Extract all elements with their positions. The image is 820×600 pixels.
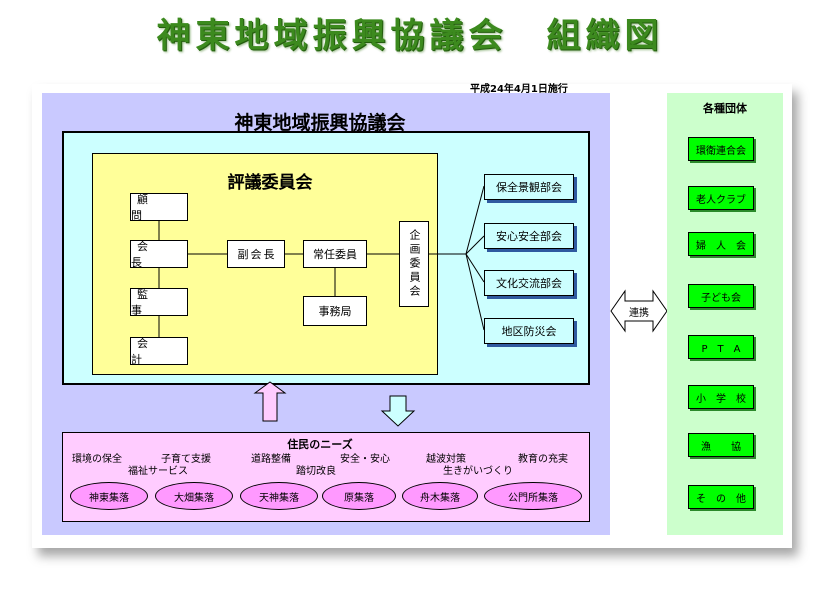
need-item: 福祉サービス xyxy=(128,466,188,477)
village-oval: 原集落 xyxy=(322,482,396,510)
vice-chairman-box: 副会長 xyxy=(227,240,285,268)
up-arrow xyxy=(253,381,287,422)
group-box: P T A xyxy=(688,335,754,359)
line-dept-2 xyxy=(465,235,485,255)
line-dept-3 xyxy=(465,253,485,283)
need-item: 踏切改良 xyxy=(296,466,336,477)
need-item: 安全・安心 xyxy=(340,454,390,465)
groups-title: 各種団体 xyxy=(703,102,747,115)
need-item: 子育て支援 xyxy=(161,454,211,465)
line-dept-1 xyxy=(465,185,485,255)
down-arrow xyxy=(380,395,416,427)
department-box: 地区防災会 xyxy=(484,318,574,344)
group-box: 婦 人 会 xyxy=(688,232,754,256)
page-title: 神東地域振興協議会 組織図 xyxy=(156,16,664,56)
village-oval: 公門所集落 xyxy=(484,482,582,510)
council-title: 神東地域振興協議会 xyxy=(234,112,406,134)
need-item: 教育の充実 xyxy=(518,454,568,465)
need-item: 越波対策 xyxy=(426,454,466,465)
board-title: 評議委員会 xyxy=(227,173,313,193)
secretariat-box: 事務局 xyxy=(303,296,367,326)
line-dept-4 xyxy=(465,253,485,331)
group-box: 漁 協 xyxy=(688,433,754,457)
accountant-box: 会 計 xyxy=(130,337,188,366)
resident-needs-title: 住民のニーズ xyxy=(287,438,353,451)
need-item: 環境の保全 xyxy=(72,454,122,465)
auditor-box: 監 事 xyxy=(130,288,188,317)
group-box: 子ども会 xyxy=(688,284,754,308)
effective-date: 平成24年4月1日施行 xyxy=(470,84,568,95)
village-oval: 大畑集落 xyxy=(155,482,233,510)
need-item: 生きがいづくり xyxy=(443,466,513,477)
department-box: 文化交流部会 xyxy=(484,270,574,296)
village-oval: 神東集落 xyxy=(70,482,148,510)
group-box: そ の 他 xyxy=(688,485,754,509)
groups-panel xyxy=(667,93,783,535)
standing-committee-box: 常任委員 xyxy=(303,240,367,268)
advisor-box: 顧 問 xyxy=(130,193,188,222)
department-box: 安心安全部会 xyxy=(484,223,574,249)
cooperation-label: 連携 xyxy=(629,308,649,319)
village-oval: 天神集落 xyxy=(240,482,318,510)
planning-committee-box: 企画委員会 xyxy=(399,221,429,307)
group-box: 老人クラブ xyxy=(688,186,754,210)
group-box: 環衛連合会 xyxy=(688,137,754,161)
department-box: 保全景観部会 xyxy=(484,174,574,200)
group-box: 小 学 校 xyxy=(688,385,754,409)
chairman-box: 会 長 xyxy=(130,240,188,269)
need-item: 道路整備 xyxy=(251,454,291,465)
village-oval: 舟木集落 xyxy=(402,482,478,510)
